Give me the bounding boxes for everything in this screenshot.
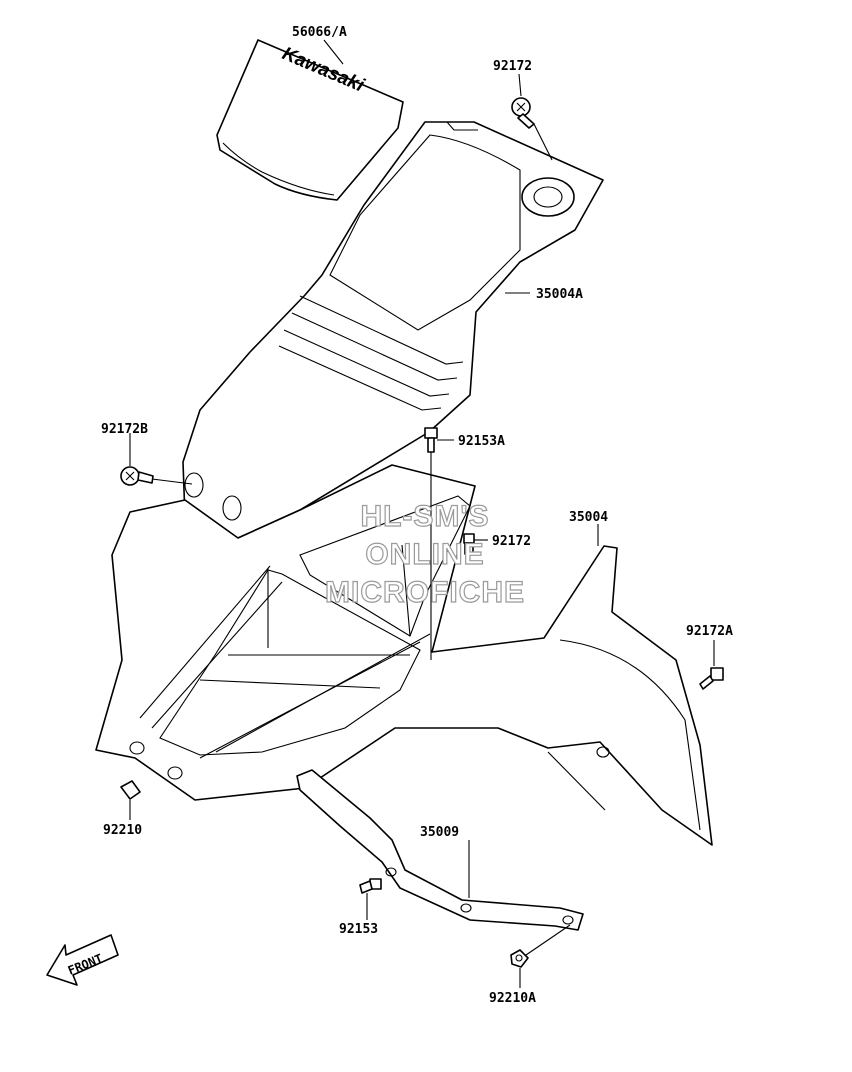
label-35009: 35009	[420, 825, 459, 840]
front-fender	[95, 464, 713, 846]
fender-stay	[296, 769, 584, 931]
screw-92172-top	[511, 97, 535, 129]
watermark: HL-SM'S ONLINE MICROFICHE	[324, 499, 525, 609]
label-92210: 92210	[103, 823, 142, 838]
label-92172a: 92172A	[686, 624, 733, 639]
label-35004: 35004	[569, 510, 608, 525]
bolt-92153	[359, 878, 382, 894]
screw-92172a	[699, 667, 724, 690]
bolt-92153a	[424, 427, 438, 453]
label-35004a: 35004A	[536, 287, 583, 302]
watermark-line-1: HL-SM'S	[360, 500, 489, 533]
label-92210a: 92210A	[489, 991, 536, 1006]
screw-92172-mid	[463, 533, 475, 555]
label-56066-a: 56066/A	[292, 25, 347, 40]
nut-92210	[120, 780, 141, 800]
label-92153a: 92153A	[458, 434, 505, 449]
label-92172-top: 92172	[493, 59, 532, 74]
watermark-line-2: ONLINE	[365, 538, 484, 571]
front-arrow: FRONT	[46, 934, 119, 986]
label-92172b: 92172B	[101, 422, 148, 437]
label-92153: 92153	[339, 922, 378, 937]
leader-lines	[129, 39, 715, 988]
screw-92172b	[120, 466, 154, 486]
watermark-line-3: MICROFICHE	[325, 576, 525, 609]
nut-92210a	[510, 949, 529, 968]
label-92172-mid: 92172	[492, 534, 531, 549]
kawasaki-decal: Kawasaki	[216, 39, 404, 201]
